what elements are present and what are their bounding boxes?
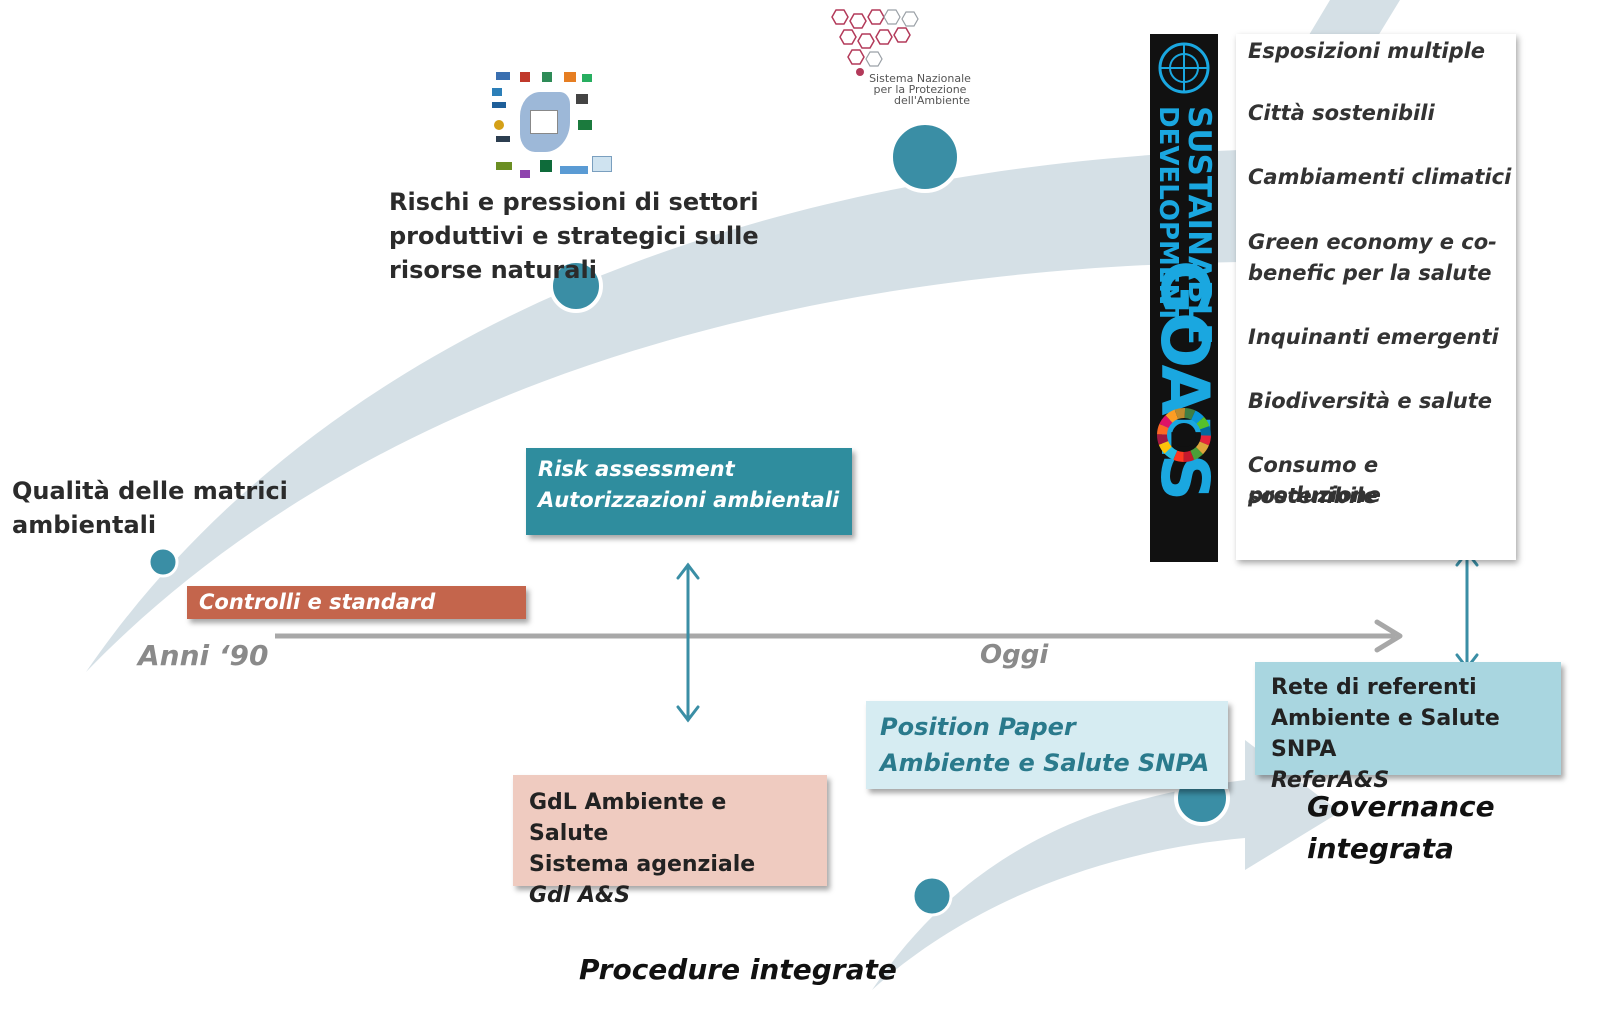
theme-item-4b: benefic per la salute: [1248, 261, 1492, 285]
curve-dot-1: [147, 546, 179, 578]
gdl-box-line3: Gdl A&S: [529, 883, 631, 908]
curve-dot-2: [549, 259, 603, 313]
theme-item-3: Cambiamenti climatici: [1248, 165, 1512, 189]
gdl-box-line2: Sistema agenziale: [529, 852, 756, 877]
double-arrow-left: [676, 562, 700, 723]
double-arrow-right: [1455, 549, 1479, 671]
timeline-arrowhead: [1374, 619, 1403, 653]
network-box-line2: Ambiente e Salute SNPA: [1271, 706, 1500, 762]
sdg-wheel-icon: [1157, 408, 1211, 462]
risk-box-line1: Risk assessment: [538, 457, 735, 481]
gdl-box: GdL Ambiente e Salute Sistema agenziale …: [513, 775, 827, 908]
governance-line2: integrata: [1307, 832, 1454, 865]
gdl-box-line1: GdL Ambiente e Salute: [529, 790, 727, 846]
network-box-line3: ReferA&S: [1271, 768, 1390, 793]
network-box-line1: Rete di referenti: [1271, 675, 1477, 700]
snpa-logo-line1: Sistema Nazionale: [869, 72, 971, 85]
snpa-logo-mark: [831, 9, 919, 76]
position-paper-line1: Position Paper: [880, 713, 1076, 741]
main-curve: [86, 0, 1400, 672]
timeline-start-label: Anni ‘90: [138, 639, 269, 672]
snpa-logo-line2: per la Protezione: [873, 83, 967, 96]
theme-item-5: Inquinanti emergenti: [1248, 325, 1499, 349]
theme-item-7a: Consumo e produzione: [1248, 453, 1381, 507]
agencies-map-logo: [490, 70, 616, 182]
risk-box-line2: Autorizzazioni ambientali: [538, 488, 840, 512]
theme-item-4a: Green economy e co-: [1248, 230, 1497, 254]
procedures-label: Procedure integrate: [579, 953, 897, 986]
snpa-logo-line3: dell'Ambiente: [894, 94, 970, 107]
theme-item-7b: sostenibile: [1248, 484, 1378, 508]
curve-dot-3: [889, 121, 961, 193]
sdg-logo: SUSTAINABLE DEVELOPMENT GOALS: [1150, 34, 1218, 562]
timeline-end-label: Oggi: [980, 640, 1049, 670]
un-emblem-icon: [1158, 42, 1210, 94]
theme-item-2: Città sostenibili: [1248, 101, 1435, 125]
snpa-logo-text: Sistema Nazionale per la Protezione dell…: [850, 73, 990, 106]
position-paper-line2: Ambiente e Salute SNPA: [880, 749, 1210, 777]
network-box: Rete di referenti Ambiente e Salute SNPA…: [1255, 662, 1561, 793]
controls-box: Controlli e standard: [187, 586, 526, 619]
governance-line1: Governance: [1307, 790, 1495, 823]
themes-list-box: Esposizioni multiple Città sostenibili C…: [1236, 34, 1516, 560]
lower-dot-1: [911, 875, 953, 917]
label-quality: Qualità delle matrici ambientali: [12, 477, 288, 539]
theme-item-6: Biodiversità e salute: [1248, 389, 1493, 413]
position-paper-box: Position Paper Ambiente e Salute SNPA: [866, 701, 1228, 789]
label-risks: Rischi e pressioni di settori produttivi…: [389, 188, 759, 284]
governance-label: Governance integrata: [1307, 786, 1495, 870]
risk-assessment-box: Risk assessment Autorizzazioni ambiental…: [526, 448, 852, 535]
theme-item-1: Esposizioni multiple: [1248, 39, 1486, 63]
